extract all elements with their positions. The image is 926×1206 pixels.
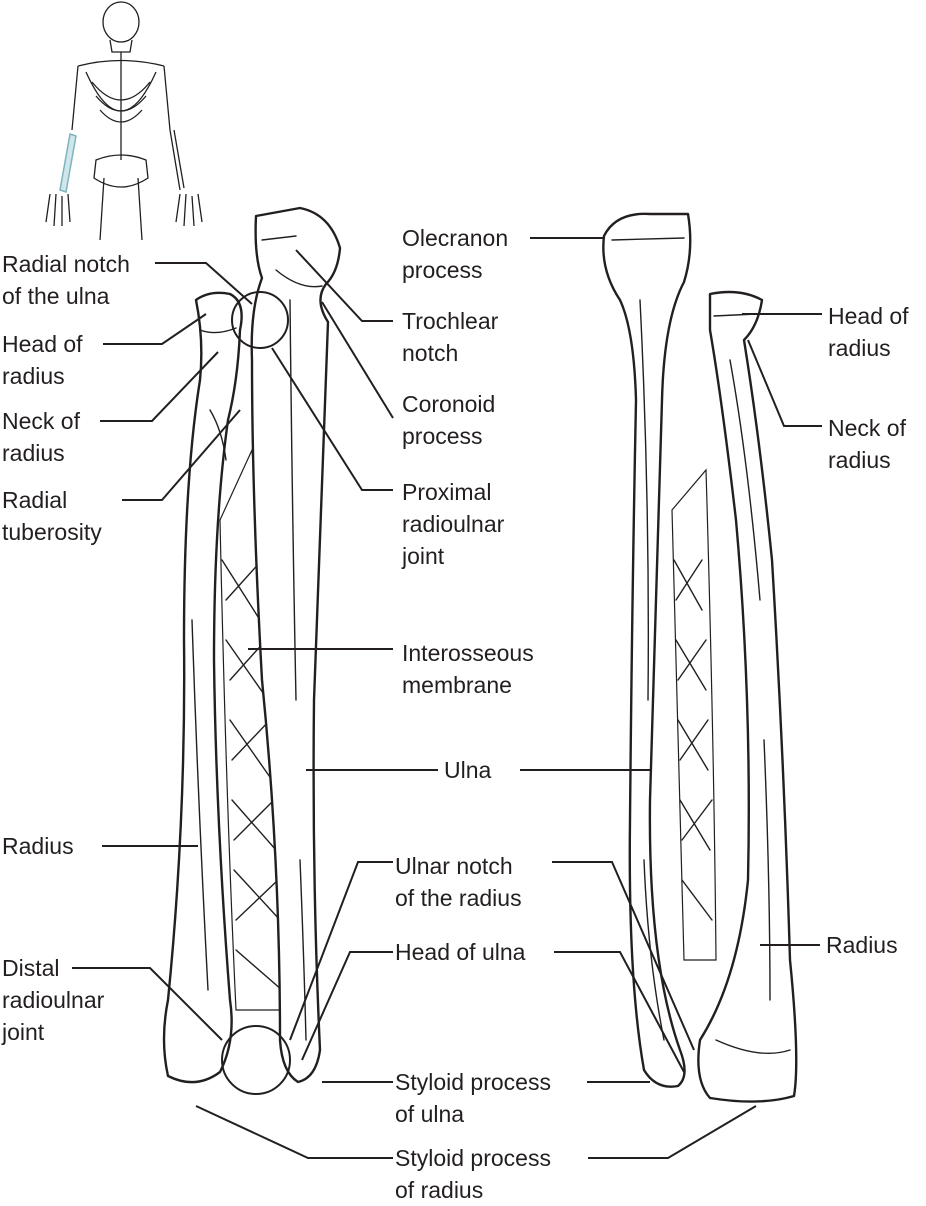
anterior-view — [162, 206, 342, 1095]
radius-posterior — [697, 290, 798, 1103]
posterior-view — [602, 212, 798, 1103]
ulna-posterior — [602, 212, 692, 1088]
distal-joint-circle — [221, 1025, 291, 1095]
label-radius-right: Radius — [826, 932, 898, 958]
label-head-of-ulna: Head of ulna — [395, 939, 526, 965]
label-radius-left: Radius — [2, 833, 74, 859]
ulna-anterior — [250, 206, 342, 1084]
radius-anterior — [162, 291, 243, 1084]
skeleton-thumbnail — [45, 1, 203, 241]
highlighted-forearm — [59, 133, 77, 193]
label-ulna: Ulna — [444, 757, 492, 783]
proximal-joint-circle — [231, 291, 289, 349]
membrane-posterior — [671, 468, 717, 961]
leader-lines — [72, 237, 822, 1159]
